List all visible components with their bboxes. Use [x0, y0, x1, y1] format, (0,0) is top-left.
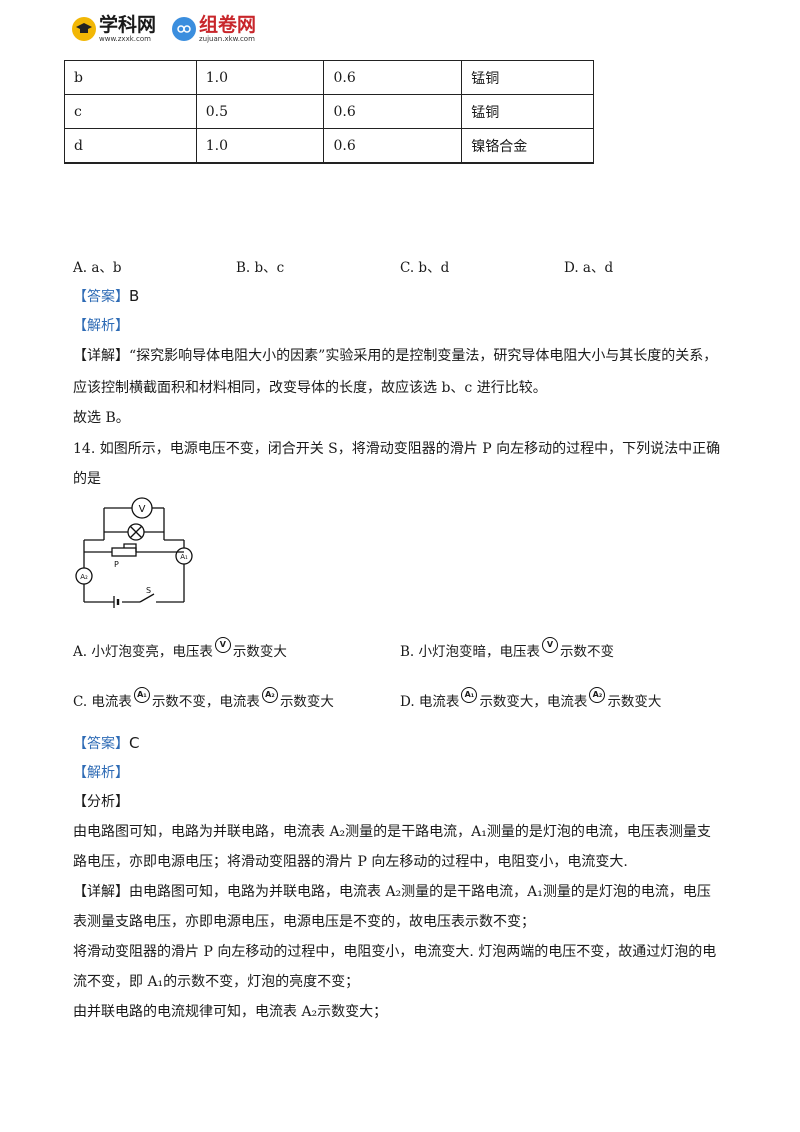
option-text: 示数不变，电流表: [151, 694, 260, 710]
table-cell: 锰铜: [461, 60, 594, 95]
q14-fenxi-tag: 【分析】: [73, 794, 129, 810]
q14-detail-line5: 由并联电路的电流规律可知，电流表 A₂示数变大；: [73, 1004, 388, 1020]
table-cell: 0.6: [323, 128, 463, 164]
mortarboard-icon: [72, 17, 96, 41]
logo-zujuan-name: 组卷网: [199, 14, 257, 36]
q14-fenxi-line1: 由电路图可知，电路为并联电路，电流表 A₂测量的是干路电流，A₁测量的是灯泡的电…: [73, 824, 711, 840]
table-cell: 锰铜: [461, 94, 594, 129]
material-table: b 1.0 0.6 锰铜 c 0.5 0.6 锰铜 d 1.0 0.6 镍铬合金: [64, 60, 594, 164]
slider-label: P: [114, 560, 119, 569]
answer-value: B: [129, 287, 140, 305]
voltmeter-label: V: [139, 504, 146, 515]
table-cell: 1.0: [195, 128, 325, 164]
table-cell: 1.0: [195, 60, 325, 95]
switch-label: S: [146, 586, 151, 595]
option-text: A. 小灯泡变亮，电压表: [73, 644, 213, 660]
option-text: 示数变大: [232, 644, 287, 660]
q13-option-d: D. a、d: [564, 260, 614, 276]
circuit-diagram: V A₁ A₂ P S: [75, 497, 193, 608]
logo-zujuan-url: zujuan.xkw.com: [199, 35, 255, 43]
q14-detail-line1: 【详解】由电路图可知，电路为并联电路，电流表 A₂测量的是干路电流，A₁测量的是…: [73, 882, 711, 902]
logo-zxxk: 学科网 www.zxxk.com: [72, 12, 156, 46]
q13-detail-line2: 应该控制横截面积和材料相同，改变导体的长度，故应该选 b、c 进行比较。: [73, 380, 547, 396]
table-cell: c: [64, 94, 197, 129]
answer-value: C: [129, 734, 140, 752]
q14-answer: 【答案】C: [73, 733, 139, 754]
analysis-tag: 【解析】: [73, 765, 129, 781]
logo-zujuan: 组卷网 zujuan.xkw.com: [172, 12, 256, 46]
q14-analysis-tag: 【解析】: [73, 763, 129, 783]
ammeter-icon: A₁: [461, 686, 478, 703]
logo-zxxk-url: www.zxxk.com: [99, 35, 151, 43]
table-row: b 1.0 0.6 锰铜: [64, 60, 594, 95]
q14-fenxi-line2: 路电压，亦即电源电压；将滑动变阻器的滑片 P 向左移动的过程中，电阻变小，电流变…: [73, 854, 628, 870]
q14-stem-line2: 的是: [73, 471, 101, 487]
detail-tag: 【详解】: [73, 884, 129, 900]
q13-answer: 【答案】B: [73, 286, 139, 307]
table-cell: b: [64, 60, 197, 95]
mascot-icon: [172, 17, 196, 41]
ammeter1-label: A₁: [180, 553, 188, 561]
q14-detail-line4: 流不变，即 A₁的示数不变，灯泡的亮度不变；: [73, 974, 360, 990]
voltmeter-icon: V: [542, 636, 559, 653]
answer-tag: 【答案】: [73, 736, 129, 752]
option-text: D. 电流表: [400, 694, 460, 710]
q13-option-a: A. a、b: [73, 260, 122, 276]
option-text: 示数变大: [279, 694, 334, 710]
q13-option-b: B. b、c: [236, 260, 285, 276]
option-text: 示数变大: [607, 694, 662, 710]
ammeter-icon: A₂: [589, 686, 606, 703]
ammeter-icon: A₁: [133, 686, 150, 703]
q14-stem-line1: 14. 如图所示，电源电压不变，闭合开关 S，将滑动变阻器的滑片 P 向左移动的…: [73, 441, 721, 457]
option-text: B. 小灯泡变暗，电压表: [400, 644, 541, 660]
table-cell: 镍铬合金: [461, 128, 594, 164]
detail-text: “探究影响导体电阻大小的因素”实验采用的是控制变量法，研究导体电阻大小与其长度的…: [129, 348, 718, 364]
analysis-tag: 【解析】: [73, 318, 129, 334]
table-row: d 1.0 0.6 镍铬合金: [64, 128, 594, 164]
table-cell: d: [64, 128, 197, 164]
table-cell: 0.5: [195, 94, 325, 129]
table-row: c 0.5 0.6 锰铜: [64, 94, 594, 129]
q13-analysis-tag: 【解析】: [73, 316, 129, 336]
option-text: 示数变大，电流表: [479, 694, 588, 710]
q13-option-c: C. b、d: [400, 260, 450, 276]
ammeter2-label: A₂: [80, 573, 88, 581]
detail-tag: 【详解】: [73, 348, 129, 364]
q14-detail-line3: 将滑动变阻器的滑片 P 向左移动的过程中，电阻变小，电流变大. 灯泡两端的电压不…: [73, 944, 717, 960]
logo-zxxk-name: 学科网: [99, 14, 157, 36]
answer-tag: 【答案】: [73, 289, 129, 305]
voltmeter-icon: V: [214, 636, 231, 653]
table-cell: 0.6: [323, 60, 463, 95]
option-text: 示数不变: [560, 644, 615, 660]
ammeter-icon: A₂: [261, 686, 278, 703]
q13-conclusion: 故选 B。: [73, 410, 130, 426]
option-text: C. 电流表: [73, 694, 132, 710]
detail-text: 由电路图可知，电路为并联电路，电流表 A₂测量的是干路电流，A₁测量的是灯泡的电…: [129, 884, 711, 900]
q14-detail-line2: 表测量支路电压，亦即电源电压，电源电压是不变的，故电压表示数不变；: [73, 914, 535, 930]
q13-detail-line1: 【详解】“探究影响导体电阻大小的因素”实验采用的是控制变量法，研究导体电阻大小与…: [73, 346, 717, 366]
table-cell: 0.6: [323, 94, 463, 129]
